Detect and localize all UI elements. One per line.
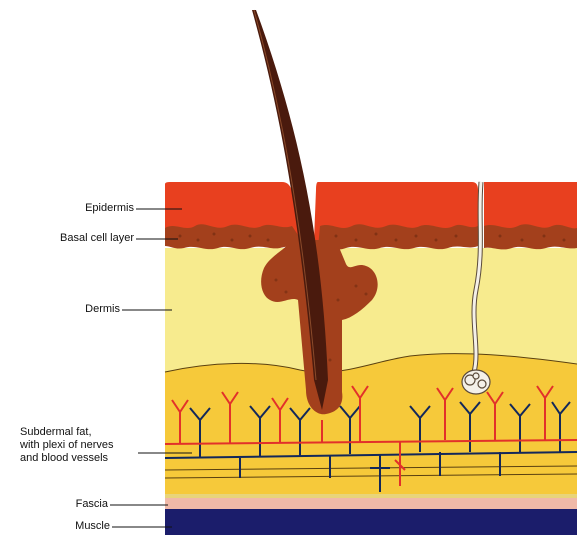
label-epidermis: Epidermis <box>20 202 134 215</box>
fascia-layer <box>165 497 577 509</box>
subdermal-fat-layer <box>165 354 577 494</box>
muscle-layer <box>165 508 577 535</box>
label-dermis: Dermis <box>20 303 120 316</box>
label-subdermal-line2: with plexi of nerves <box>20 439 114 452</box>
label-basal-cell-layer: Basal cell layer <box>14 232 134 245</box>
dermis-layer <box>165 248 577 372</box>
label-muscle: Muscle <box>20 520 110 533</box>
label-fascia: Fascia <box>20 498 108 511</box>
basal-cell-layer <box>165 224 300 249</box>
label-subdermal-line3: and blood vessels <box>20 452 108 465</box>
label-subdermal-line1: Subdermal fat, <box>20 426 92 439</box>
sweat-gland <box>462 370 490 394</box>
